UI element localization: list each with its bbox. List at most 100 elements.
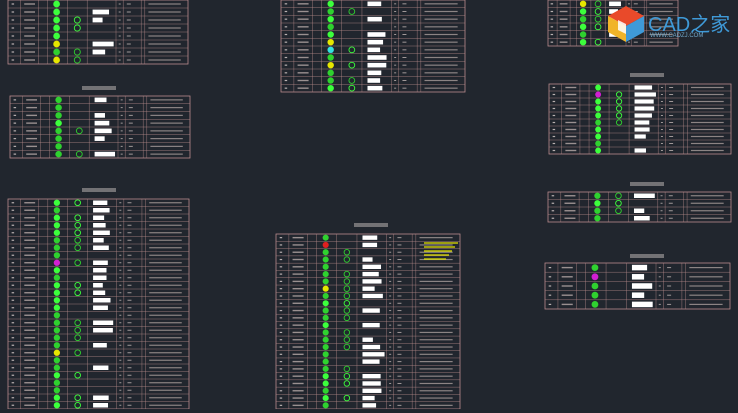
t8-remark-text xyxy=(149,239,182,241)
t8-unit-text xyxy=(119,359,122,361)
t5-unit-text xyxy=(660,150,663,151)
t2-plant-symbol xyxy=(327,61,334,69)
t3-plant-symbol xyxy=(579,23,587,31)
t2-name-text xyxy=(297,18,309,20)
t1-remark-text xyxy=(148,19,181,21)
t9-spec-bar xyxy=(362,352,385,357)
t7-unit-text xyxy=(658,276,661,278)
t8-qty-text xyxy=(127,217,132,219)
t8-plant-symbol xyxy=(53,237,61,244)
t2-unit-text xyxy=(394,18,397,20)
t2-plant-outline xyxy=(348,8,356,15)
t8-plant-symbol xyxy=(53,229,61,236)
t3-plant-symbol xyxy=(579,38,587,46)
t9-plant-symbol xyxy=(322,343,329,351)
t1-row-number xyxy=(11,11,15,13)
t9-row-number xyxy=(279,302,283,304)
t7-remark-text xyxy=(689,276,723,278)
t1-qty-text xyxy=(126,43,131,45)
t4-qty-text xyxy=(128,138,133,140)
t2-name-text xyxy=(297,72,309,74)
t2-spec-bar xyxy=(367,78,381,83)
t1-name-text xyxy=(24,43,35,45)
t8-unit-text xyxy=(119,374,122,376)
t9-qty-text xyxy=(397,368,402,370)
t3-row-number xyxy=(550,18,554,20)
t4-remark-text xyxy=(150,130,183,132)
t5-name-text xyxy=(565,135,577,138)
t8-qty-text xyxy=(127,277,132,279)
t8-unit-text xyxy=(119,352,122,354)
t7-spec-bar xyxy=(631,301,653,308)
t1-plant-symbol xyxy=(53,0,60,8)
t1-spec-bar xyxy=(92,9,110,15)
t8-spec-bar xyxy=(93,200,108,205)
t5-spec-bar xyxy=(634,85,653,90)
t9-unit-text xyxy=(389,375,392,377)
t2-plant-symbol xyxy=(327,38,334,46)
t9-spec-bar xyxy=(362,242,378,248)
t9-row-number xyxy=(279,404,283,406)
t2-unit-text xyxy=(394,3,397,5)
t8-remark-text xyxy=(149,382,182,384)
t6-remark-text xyxy=(690,210,724,212)
t8-qty-text xyxy=(127,352,132,354)
t9-plant-symbol xyxy=(322,271,329,278)
t8-row-number xyxy=(11,277,15,279)
t1-remark-text xyxy=(148,43,181,45)
t8-qty-text xyxy=(127,299,132,301)
t2-remark-text xyxy=(424,26,458,28)
t8-unit-text xyxy=(119,367,122,369)
t9-plant-outline xyxy=(343,314,351,322)
t8-unit-text xyxy=(119,337,122,339)
t8-plant-symbol xyxy=(53,349,61,356)
t8-unit-text xyxy=(119,382,122,384)
t8-plant-symbol xyxy=(53,289,61,296)
t3-name-text xyxy=(559,3,568,5)
t9-plant-outline xyxy=(343,329,351,336)
t9-name-text xyxy=(292,302,304,304)
t9-plant-outline xyxy=(343,372,351,380)
t5-unit-text xyxy=(660,101,663,102)
t7-plant-symbol xyxy=(591,282,599,290)
t8-name-text xyxy=(24,269,36,271)
t2-row-number xyxy=(284,72,288,74)
t4-spec-bar xyxy=(94,136,105,141)
t2-unit-text xyxy=(394,57,397,58)
t7-name-text xyxy=(561,266,573,269)
t4-unit-text xyxy=(120,130,123,132)
t8-remark-text xyxy=(149,314,182,316)
t3-row-number xyxy=(550,3,554,5)
t8-name-text xyxy=(24,209,36,211)
t2-spec-bar xyxy=(367,32,386,37)
t9-name-text xyxy=(292,324,304,326)
t8-spec-bar xyxy=(93,283,103,288)
t4-remark-text xyxy=(150,122,183,124)
t5-plant-symbol xyxy=(595,112,602,119)
t9-plant-symbol xyxy=(322,292,329,300)
t9-row-number xyxy=(279,353,283,355)
t3-spec-bar xyxy=(609,1,621,7)
t9-name-text xyxy=(292,273,304,275)
t5-remark-text xyxy=(690,135,724,138)
t5-row-number xyxy=(552,93,556,96)
t4-unit-text xyxy=(120,145,123,147)
t9-title-text xyxy=(354,223,388,227)
t6-qty-text xyxy=(668,202,673,204)
t1-spec-bar xyxy=(92,41,114,47)
t4-unit-text xyxy=(120,99,123,101)
t9-remark-text xyxy=(419,331,453,334)
t5-plant-symbol xyxy=(595,119,602,126)
t2-qty-text xyxy=(402,72,407,74)
t8-unit-text xyxy=(119,217,122,219)
t5-spec-bar xyxy=(634,148,646,153)
t9-unit-text xyxy=(389,404,392,406)
t1-qty-text xyxy=(126,3,131,5)
t1-remark-text xyxy=(148,59,181,61)
t8-remark-text xyxy=(149,374,182,376)
t8-name-text xyxy=(24,239,36,241)
t2-qty-text xyxy=(402,26,407,28)
t2-plant-symbol xyxy=(327,23,334,31)
t7-qty-text xyxy=(667,276,672,278)
